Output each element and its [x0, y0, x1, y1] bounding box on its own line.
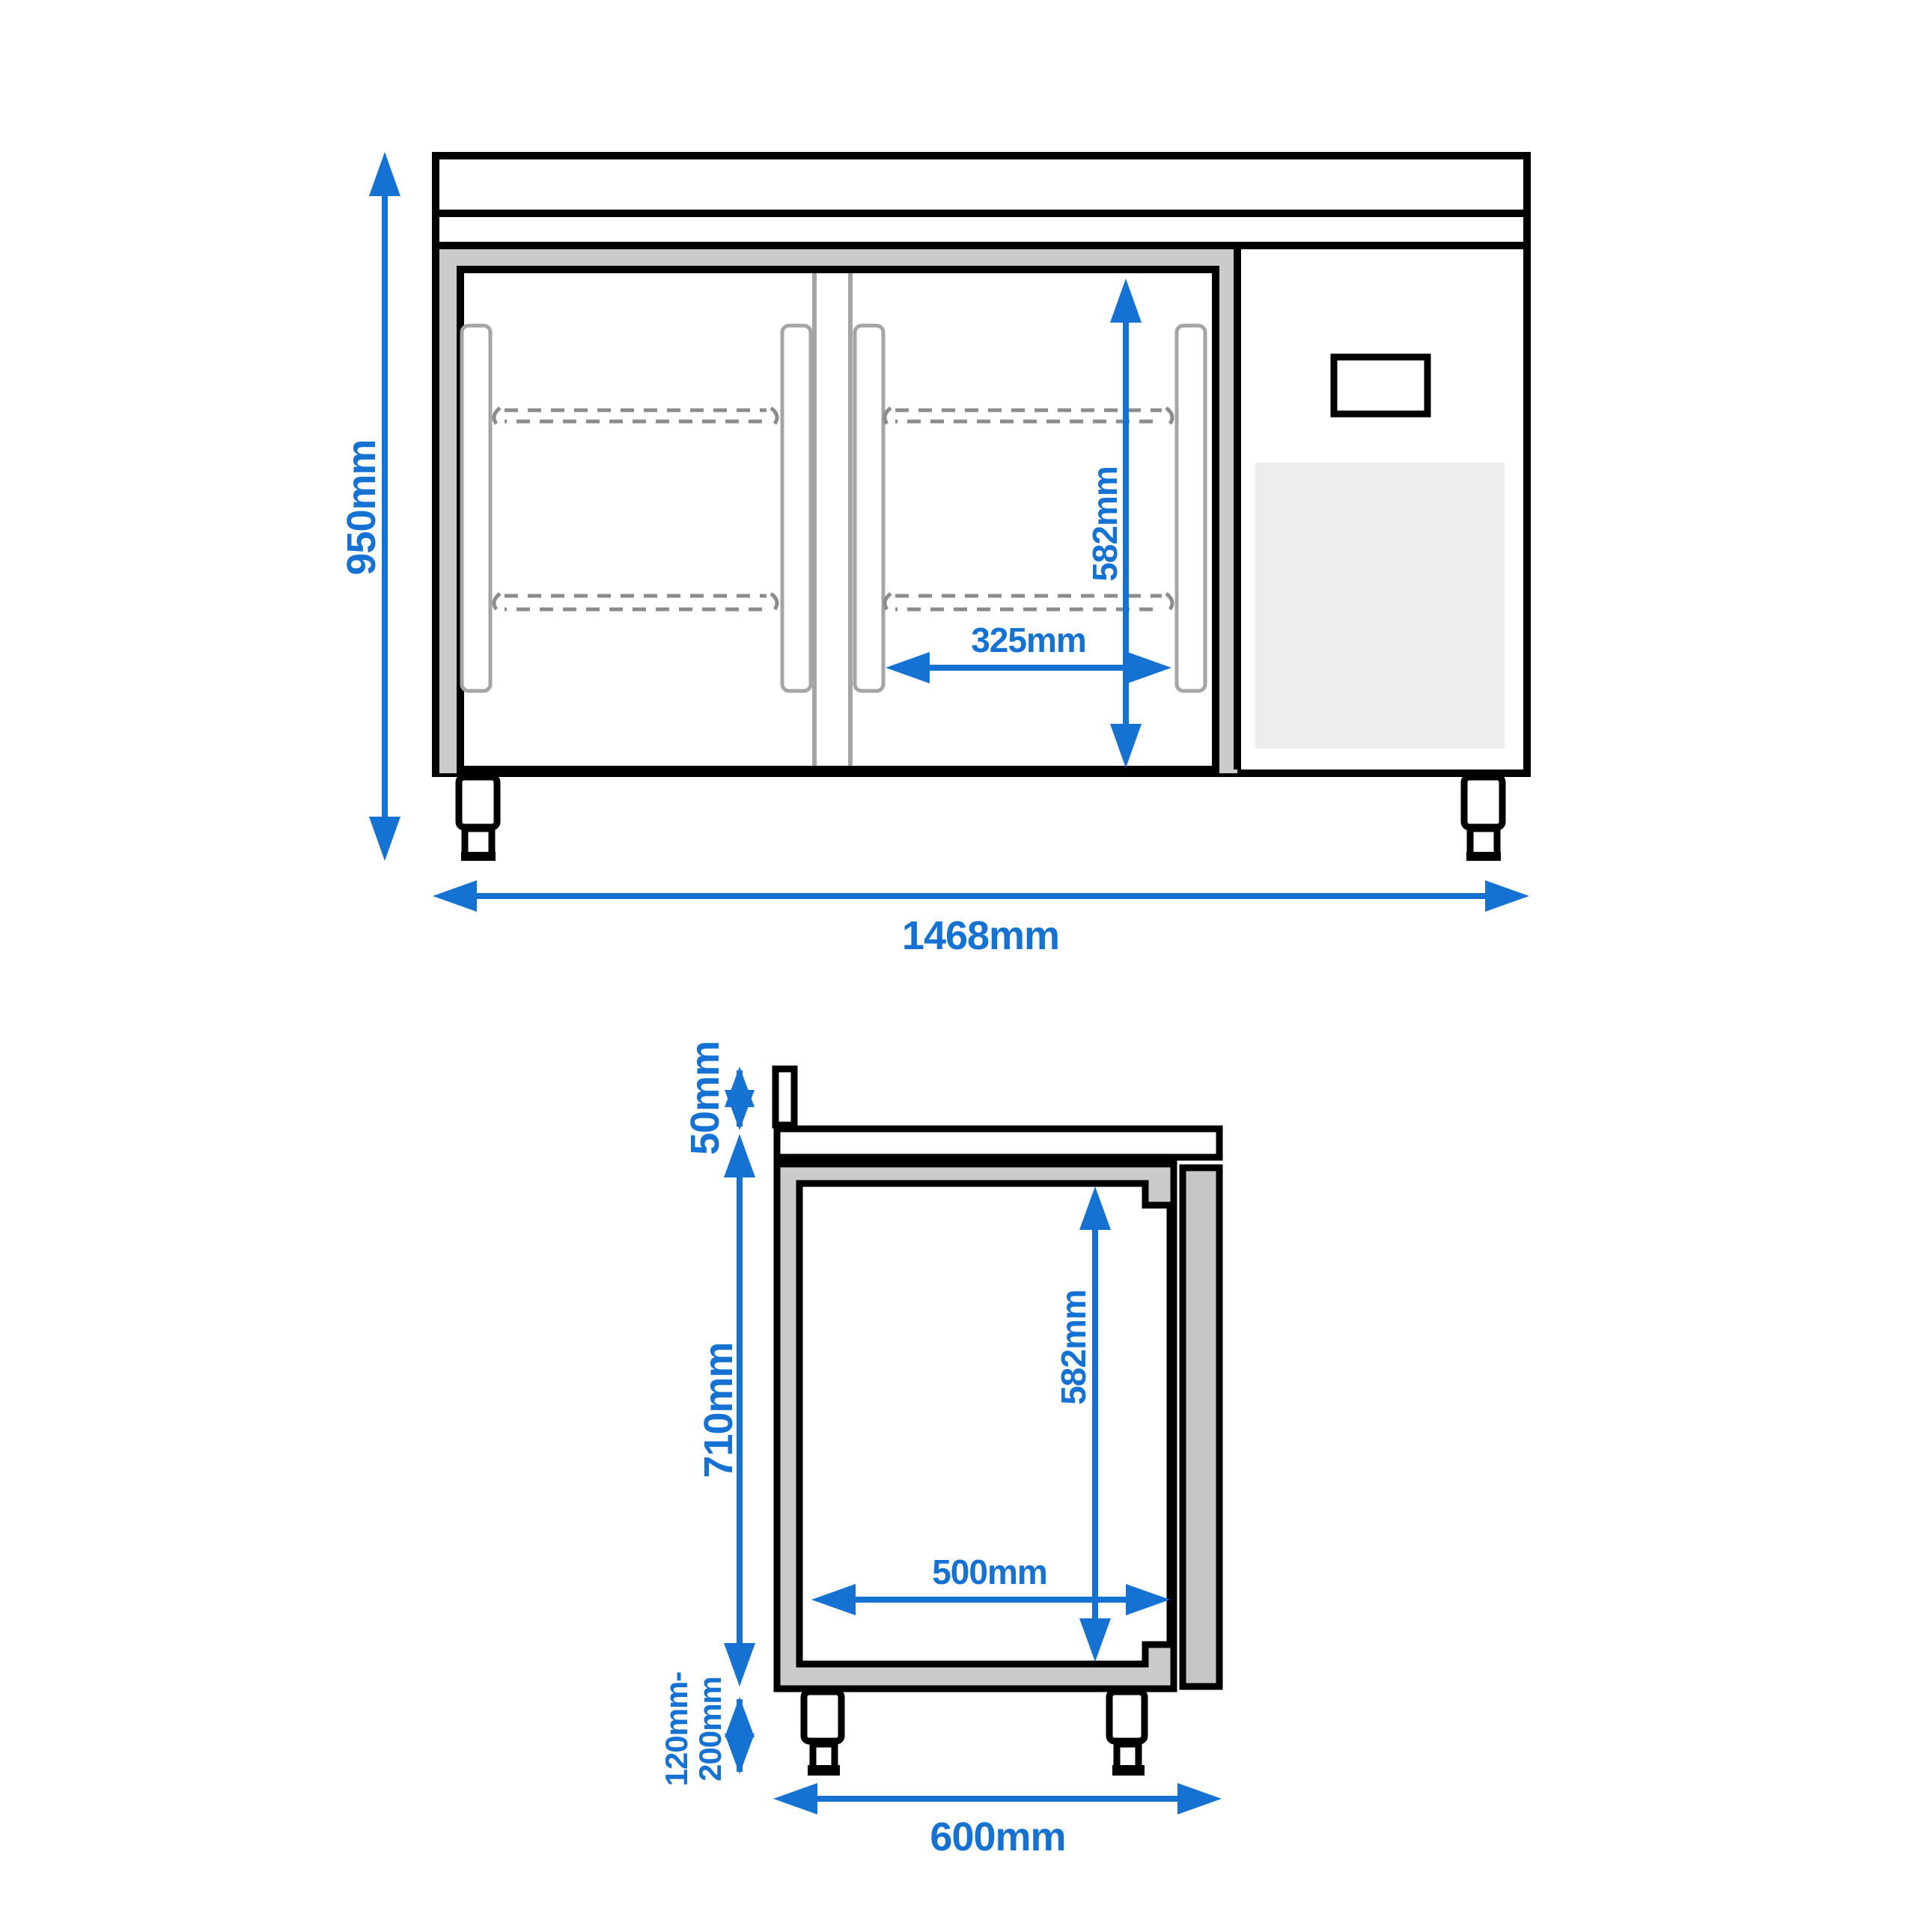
dim-front-door-width-label: 325mm	[971, 621, 1086, 659]
dim-side-leg-height: 120mm- 200mm	[659, 1672, 755, 1787]
dim-side-inner-depth: 500mm	[811, 1552, 1170, 1615]
dim-front-width-label: 1468mm	[902, 913, 1059, 958]
dim-side-inner-depth-label: 500mm	[932, 1552, 1047, 1591]
front-leg-left	[455, 773, 501, 861]
vent-grille	[1255, 463, 1505, 749]
door-handle-right-outer	[1174, 323, 1207, 693]
door-handle-left-outer	[460, 323, 493, 693]
front-view: 950mm 1468mm 582mm 325mm	[339, 152, 1531, 958]
side-view: 50mm 710mm 120mm- 200mm 582mm	[659, 1041, 1223, 1859]
display-panel	[1330, 353, 1431, 418]
front-leg-right	[1460, 773, 1506, 861]
side-splashback	[772, 1065, 798, 1129]
side-leg-left	[800, 1688, 845, 1776]
dim-side-depth-label: 600mm	[930, 1814, 1065, 1859]
dim-front-door-width: 325mm	[886, 621, 1171, 683]
dim-side-inner-height-label: 582mm	[1054, 1290, 1093, 1405]
shelf-right-bottom	[883, 592, 1174, 612]
side-leg-right	[1106, 1688, 1148, 1776]
side-body-section	[773, 1160, 1177, 1692]
door-handle-right-inner	[853, 323, 886, 693]
dim-front-inner-height: 582mm	[1085, 278, 1142, 768]
dim-side-inner-height: 582mm	[1054, 1186, 1111, 1662]
dim-side-splashback-label: 50mm	[683, 1041, 728, 1155]
side-door-slab	[1179, 1164, 1223, 1690]
dim-front-width: 1468mm	[433, 880, 1529, 958]
dim-front-height: 950mm	[339, 152, 400, 861]
dim-front-height-label: 950mm	[339, 439, 384, 575]
shelf-left-top	[492, 406, 779, 425]
dim-side-leg-height-label-min: 120mm-	[659, 1672, 694, 1787]
dim-front-inner-height-label: 582mm	[1085, 466, 1124, 582]
dim-side-splashback: 50mm	[683, 1041, 755, 1155]
shelf-right-top	[883, 406, 1174, 425]
dim-side-depth: 600mm	[773, 1783, 1222, 1859]
dim-side-body-height: 710mm	[696, 1134, 755, 1686]
shelf-left-bottom	[492, 592, 779, 612]
dim-side-body-height-label: 710mm	[696, 1342, 741, 1478]
dim-side-leg-height-label-max: 200mm	[692, 1677, 728, 1782]
door-handle-left-inner	[780, 323, 813, 693]
side-countertop	[773, 1125, 1223, 1161]
